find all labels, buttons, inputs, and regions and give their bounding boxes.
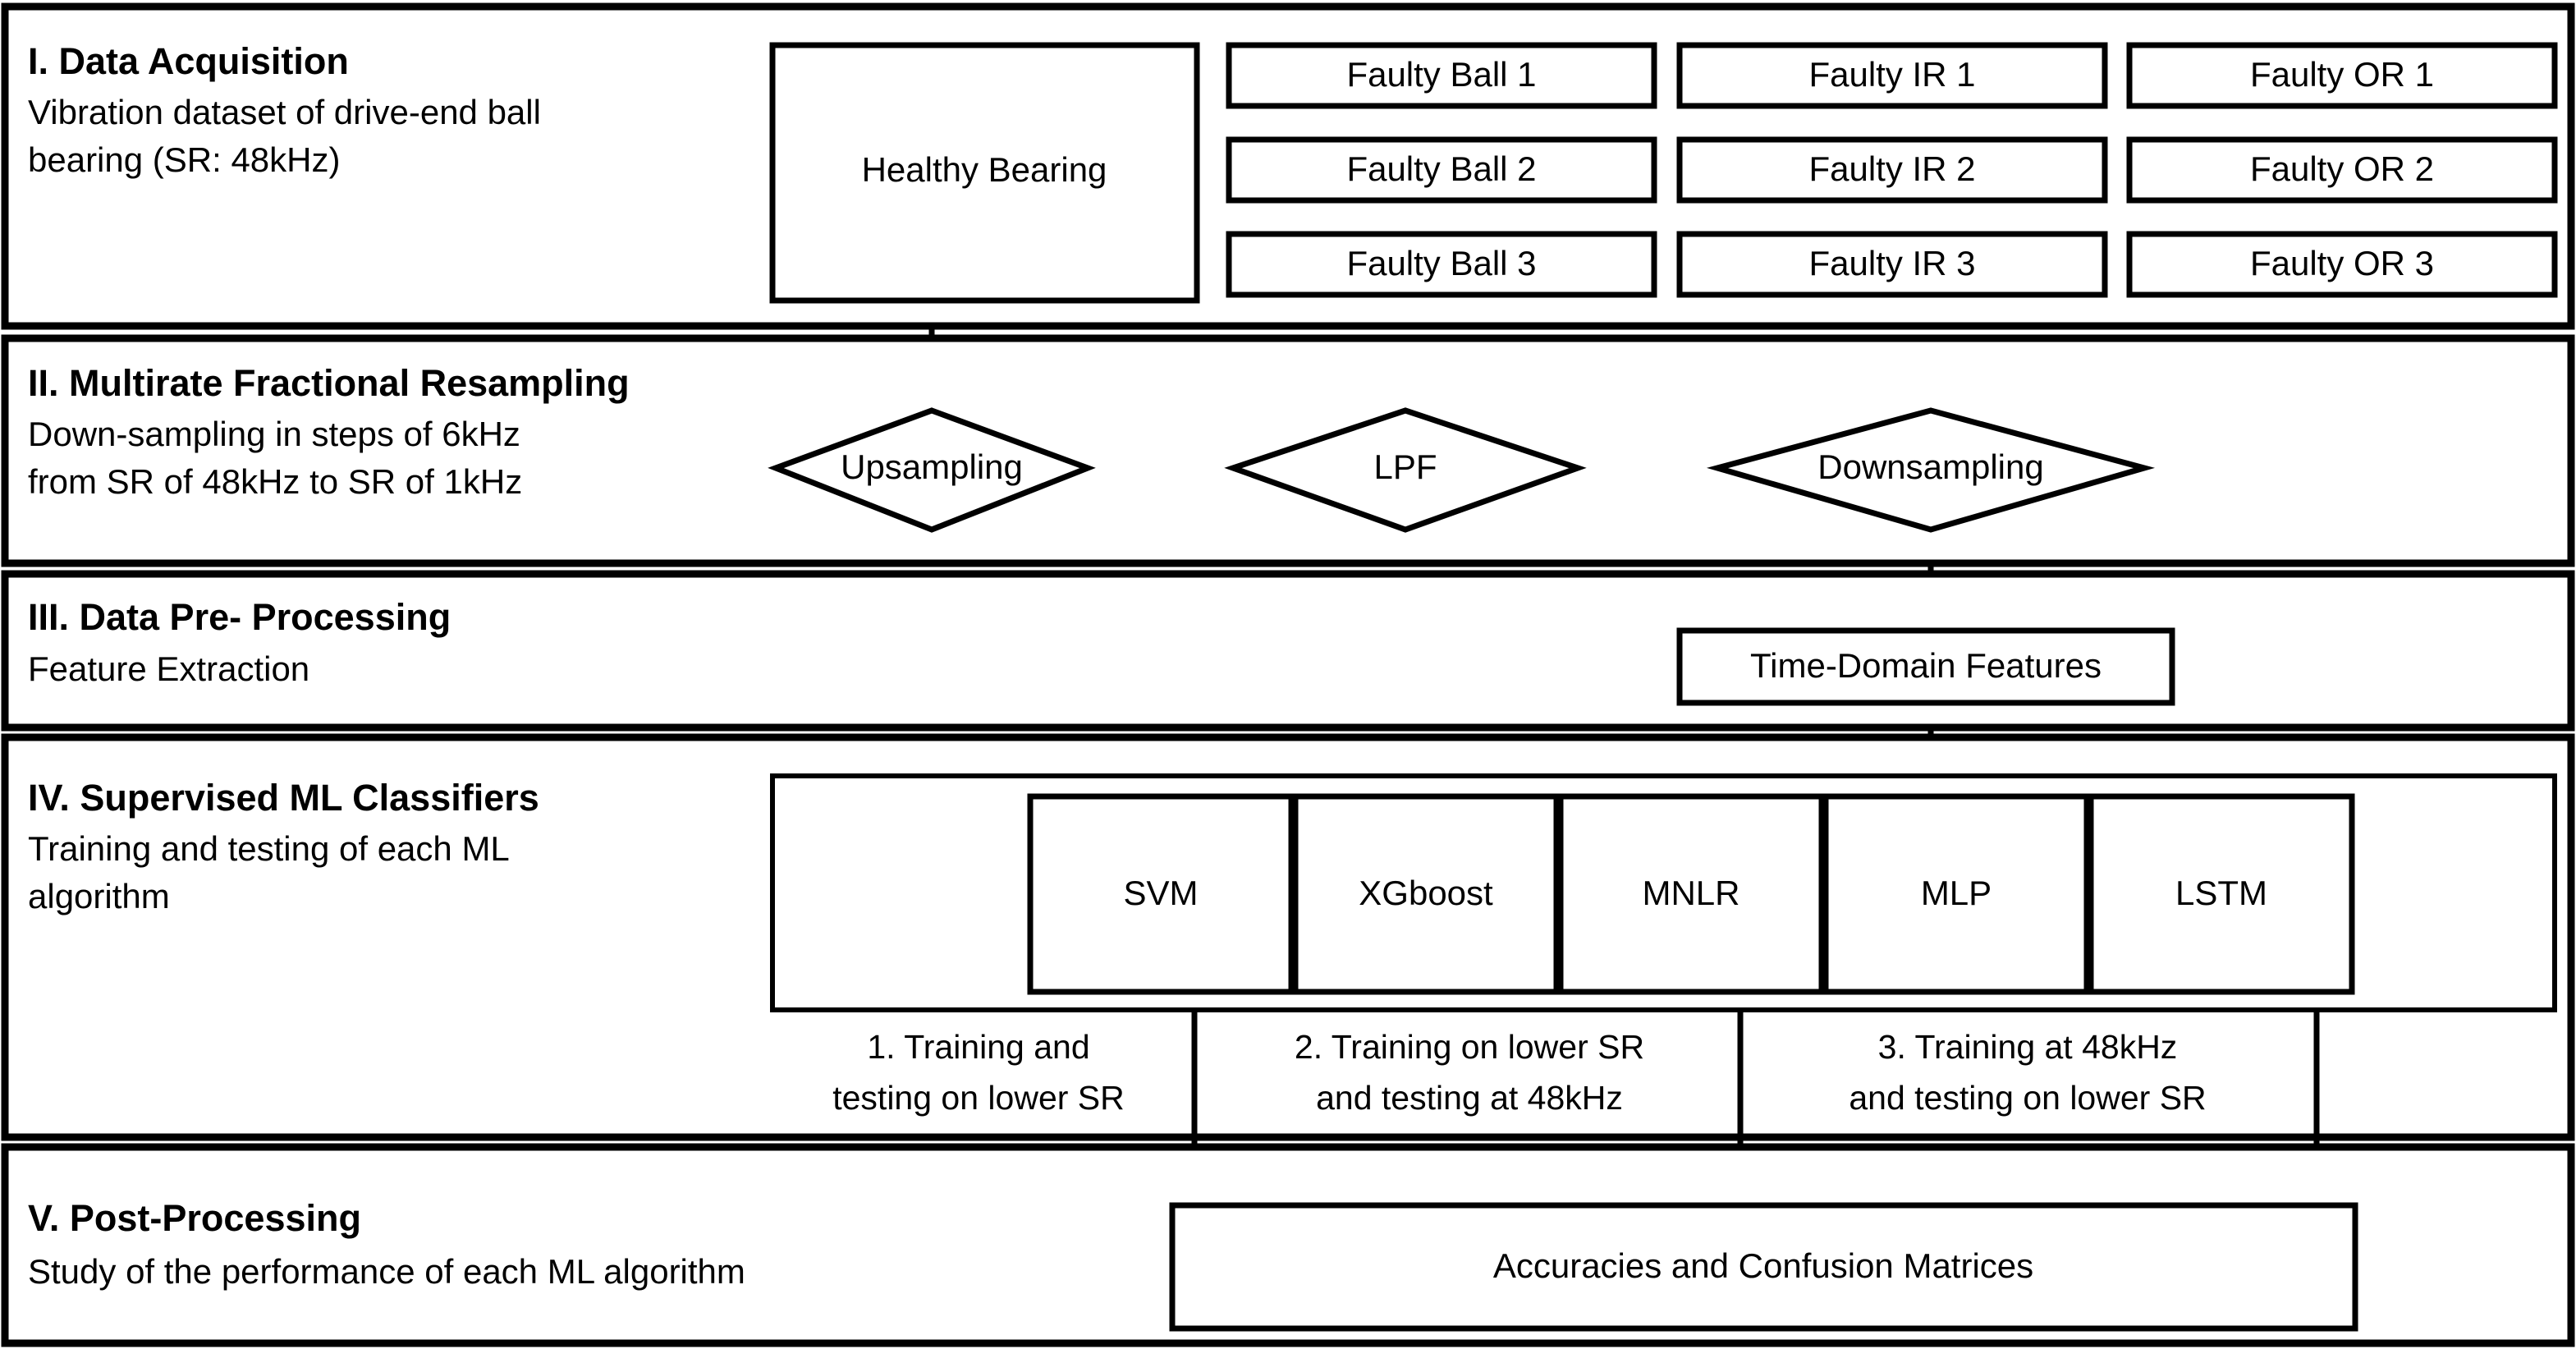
experiment-2-line1: 2. Training on lower SR	[1295, 1028, 1644, 1066]
node-faulty-ir-3-label: Faulty IR 3	[1808, 244, 1975, 282]
node-faulty-or-2-label: Faulty OR 2	[2250, 149, 2434, 188]
node-faulty-ir-2[interactable]	[1676, 136, 2108, 204]
node-faulty-ir-1[interactable]	[1676, 42, 2108, 109]
node-accuracies-confusion-matrices[interactable]	[1169, 1202, 2358, 1332]
section-subtitle-classifiers-line1: Training and testing of each ML	[28, 829, 510, 868]
node-upsampling[interactable]	[768, 407, 1096, 533]
node-time-domain-features[interactable]	[1676, 627, 2175, 706]
experiment-3-line1: 3. Training at 48kHz	[1878, 1028, 2178, 1066]
experiment-2-line2: and testing at 48kHz	[1316, 1079, 1623, 1117]
node-classifier-svm-label: SVM	[1123, 874, 1198, 912]
section-subtitle-data-acquisition-line2: bearing (SR: 48kHz)	[28, 140, 340, 179]
section-title-supervised-ml-classifiers: IV. Supervised ML Classifiers	[28, 777, 539, 819]
node-classifier-lstm[interactable]	[2088, 793, 2355, 995]
node-classifier-xgboost-label: XGboost	[1359, 874, 1493, 912]
section-title-data-pre-processing: III. Data Pre- Processing	[28, 596, 451, 638]
node-healthy-bearing-label: Healthy Bearing	[862, 150, 1107, 189]
node-faulty-ball-3-label: Faulty Ball 3	[1346, 244, 1536, 282]
node-classifier-mlp[interactable]	[1822, 793, 2090, 995]
node-upsampling-label: Upsampling	[841, 447, 1023, 486]
node-faulty-ball-3[interactable]	[1226, 231, 1657, 298]
section-subtitle-data-acquisition-line1: Vibration dataset of drive-end ball	[28, 93, 541, 131]
section-subtitle-resampling-line2: from SR of 48kHz to SR of 1kHz	[28, 462, 522, 501]
experiment-1-line1: 1. Training and	[867, 1028, 1089, 1066]
section-title-multirate-fractional-resampling: II. Multirate Fractional Resampling	[28, 362, 630, 404]
node-faulty-or-2[interactable]	[2126, 136, 2558, 204]
node-accuracies-confusion-matrices-label: Accuracies and Confusion Matrices	[1493, 1246, 2033, 1285]
node-classifier-svm[interactable]	[1027, 793, 1295, 995]
node-downsampling-label: Downsampling	[1817, 447, 2043, 486]
node-lpf-label: LPF	[1373, 447, 1437, 486]
experiment-3-line2: and testing on lower SR	[1849, 1079, 2206, 1117]
node-classifier-mlp-label: MLP	[1921, 874, 1992, 912]
node-healthy-bearing[interactable]	[769, 42, 1200, 304]
node-faulty-ball-2[interactable]	[1226, 136, 1657, 204]
node-faulty-ball-1-label: Faulty Ball 1	[1346, 55, 1536, 94]
experiment-1-line2: testing on lower SR	[832, 1079, 1125, 1117]
node-classifier-mnlr-label: MNLR	[1642, 874, 1739, 912]
node-time-domain-features-label: Time-Domain Features	[1750, 646, 2102, 685]
node-faulty-ball-2-label: Faulty Ball 2	[1346, 149, 1536, 188]
section-title-post-processing: V. Post-Processing	[28, 1197, 361, 1239]
section-subtitle-post-processing-line1: Study of the performance of each ML algo…	[28, 1252, 745, 1291]
node-lpf[interactable]	[1224, 407, 1587, 533]
node-faulty-or-3[interactable]	[2126, 231, 2558, 298]
node-faulty-ir-2-label: Faulty IR 2	[1808, 149, 1975, 188]
node-faulty-or-1-label: Faulty OR 1	[2250, 55, 2434, 94]
section-subtitle-pre-processing-line1: Feature Extraction	[28, 649, 309, 688]
node-classifier-lstm-label: LSTM	[2175, 874, 2267, 912]
node-faulty-ir-3[interactable]	[1676, 231, 2108, 298]
section-subtitle-classifiers-line2: algorithm	[28, 877, 170, 915]
section-subtitle-resampling-line1: Down-sampling in steps of 6kHz	[28, 415, 520, 453]
node-faulty-or-1[interactable]	[2126, 42, 2558, 109]
node-classifier-mnlr[interactable]	[1557, 793, 1825, 995]
node-faulty-or-3-label: Faulty OR 3	[2250, 244, 2434, 282]
node-classifier-xgboost[interactable]	[1292, 793, 1560, 995]
node-faulty-ir-1-label: Faulty IR 1	[1808, 55, 1975, 94]
node-downsampling[interactable]	[1706, 407, 2156, 533]
section-title-data-acquisition: I. Data Acquisition	[28, 40, 349, 82]
node-faulty-ball-1[interactable]	[1226, 42, 1657, 109]
